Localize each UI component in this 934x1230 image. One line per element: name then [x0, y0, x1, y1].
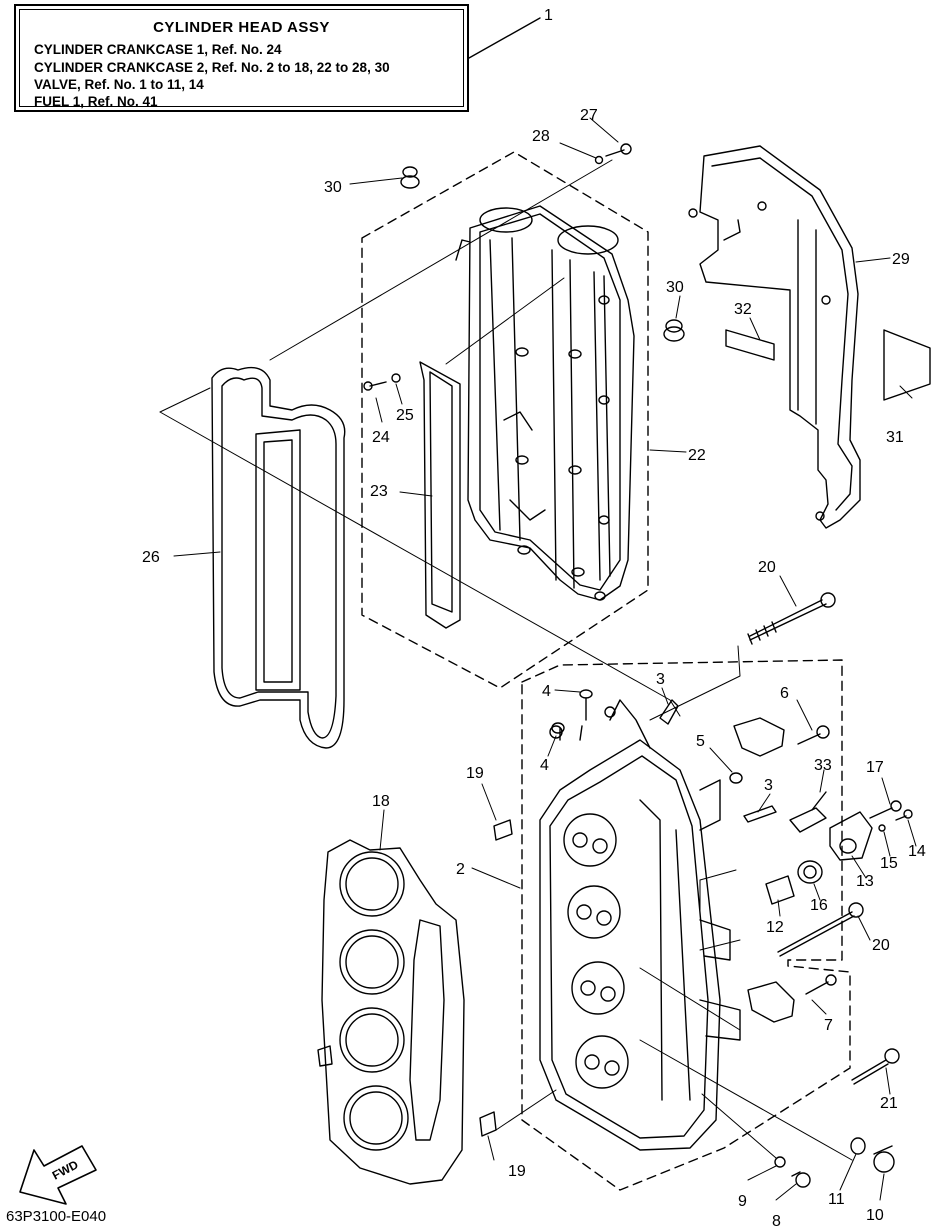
fwd-arrow-icon — [19, 1145, 97, 1205]
callout-22: 22 — [688, 447, 706, 464]
alignment-lines — [159, 159, 853, 1161]
diagram-part-code: 63P3100-E040 — [6, 1208, 107, 1225]
washer-part-9 — [774, 1156, 786, 1168]
gasket-part-26 — [211, 366, 346, 749]
callout-4-side: 4 — [540, 757, 549, 774]
gasket-part-23 — [419, 361, 461, 629]
gasket-23-inner — [429, 371, 453, 613]
callout-18: 18 — [372, 793, 390, 810]
callout-25: 25 — [396, 407, 414, 424]
washer-part-25 — [391, 373, 401, 383]
callout-6: 6 — [780, 685, 789, 702]
collar-part-5 — [729, 772, 743, 784]
callout-10: 10 — [866, 1207, 884, 1224]
exhaust-cover-part-22 — [455, 205, 635, 601]
ref-line-1: CYLINDER CRANKCASE 1, Ref. No. 24 — [34, 42, 282, 57]
dowel-part-19-bottom — [479, 1111, 497, 1137]
cylinder-head-part-2 — [539, 699, 741, 1151]
callout-21: 21 — [880, 1095, 898, 1112]
callout-5: 5 — [696, 733, 705, 750]
callout-27: 27 — [580, 107, 598, 124]
callout-3-mid: 3 — [764, 777, 773, 794]
bolt-part-10 — [873, 1145, 895, 1173]
callout-15: 15 — [880, 855, 898, 872]
bracket-part-6 — [733, 717, 785, 757]
leader-1 — [468, 17, 541, 59]
callout-32: 32 — [734, 301, 752, 318]
screw-part-14 — [895, 809, 913, 821]
callout-30-right: 30 — [666, 279, 684, 296]
ref-line-2: CYLINDER CRANKCASE 2, Ref. No. 2 to 18, … — [34, 60, 390, 75]
plate-part-31 — [883, 329, 931, 401]
bolt-part-17 — [869, 800, 902, 819]
callout-8: 8 — [772, 1213, 781, 1230]
callout-17: 17 — [866, 759, 884, 776]
callout-1: 1 — [544, 7, 553, 24]
sensor-part-33 — [789, 791, 827, 833]
callout-20-top: 20 — [758, 559, 776, 576]
grommet-part-30-top — [400, 166, 420, 189]
ref-line-4: FUEL 1, Ref. No. 41 — [34, 94, 158, 109]
bolt-part-21 — [851, 1048, 900, 1085]
callout-19-top: 19 — [466, 765, 484, 782]
callout-12: 12 — [766, 919, 784, 936]
seal-part-16 — [797, 860, 823, 884]
callout-13: 13 — [856, 873, 874, 890]
bolt-part-4-top — [579, 689, 593, 721]
ref-line-3: VALVE, Ref. No. 1 to 11, 14 — [34, 77, 204, 92]
pin-part-3-mid — [743, 805, 777, 823]
callout-9: 9 — [738, 1193, 747, 1210]
callout-31: 31 — [886, 429, 904, 446]
housing-part-13 — [829, 811, 873, 861]
washer-part-15 — [878, 824, 886, 832]
callout-28: 28 — [532, 128, 550, 145]
plug-part-4-side — [551, 722, 565, 734]
bolt-part-20-upper — [747, 592, 836, 645]
leader-lines — [173, 117, 917, 1201]
callout-14: 14 — [908, 843, 926, 860]
bolt-part-8 — [791, 1171, 811, 1188]
screw-part-27 — [605, 143, 632, 157]
callout-4-top: 4 — [542, 683, 551, 700]
screw-part-24 — [363, 381, 387, 391]
bolt-part-7 — [805, 974, 837, 995]
bracket-part-7 — [747, 981, 795, 1023]
callout-2: 2 — [456, 861, 465, 878]
callout-7: 7 — [824, 1017, 833, 1034]
pin-part-3-top — [659, 699, 679, 725]
callout-3-top: 3 — [656, 671, 665, 688]
callout-16: 16 — [810, 897, 828, 914]
callout-labels: 1 2 3 3 4 4 5 6 7 8 9 10 11 12 13 14 15 … — [142, 7, 926, 1230]
callout-33: 33 — [814, 757, 832, 774]
callout-29: 29 — [892, 251, 910, 268]
callout-30-top: 30 — [324, 179, 342, 196]
dowel-part-19-top — [493, 819, 513, 841]
bolt-part-6 — [797, 725, 830, 745]
callout-20-bottom: 20 — [872, 937, 890, 954]
callout-11: 11 — [828, 1191, 845, 1208]
callout-19-bottom: 19 — [508, 1163, 526, 1180]
assembly-title: CYLINDER HEAD ASSY — [153, 19, 330, 36]
cover-assembly-outline — [361, 151, 649, 689]
sleeve-part-12 — [765, 875, 795, 905]
grommet-part-30-right — [663, 319, 685, 342]
callout-24: 24 — [372, 429, 390, 446]
label-part-32 — [725, 329, 775, 361]
washer-part-28 — [594, 155, 604, 165]
bolt-part-20-lower — [777, 902, 864, 957]
title-block-inner-border: CYLINDER HEAD ASSY CYLINDER CRANKCASE 1,… — [19, 9, 464, 109]
callout-26: 26 — [142, 549, 160, 566]
head-assembly-outline — [521, 659, 851, 1191]
head-gasket-part-18 — [317, 839, 465, 1185]
callout-23: 23 — [370, 483, 388, 500]
title-block: CYLINDER HEAD ASSY CYLINDER CRANKCASE 1,… — [14, 4, 469, 112]
gasket-part-11 — [850, 1137, 866, 1155]
cover-part-29 — [688, 145, 861, 529]
